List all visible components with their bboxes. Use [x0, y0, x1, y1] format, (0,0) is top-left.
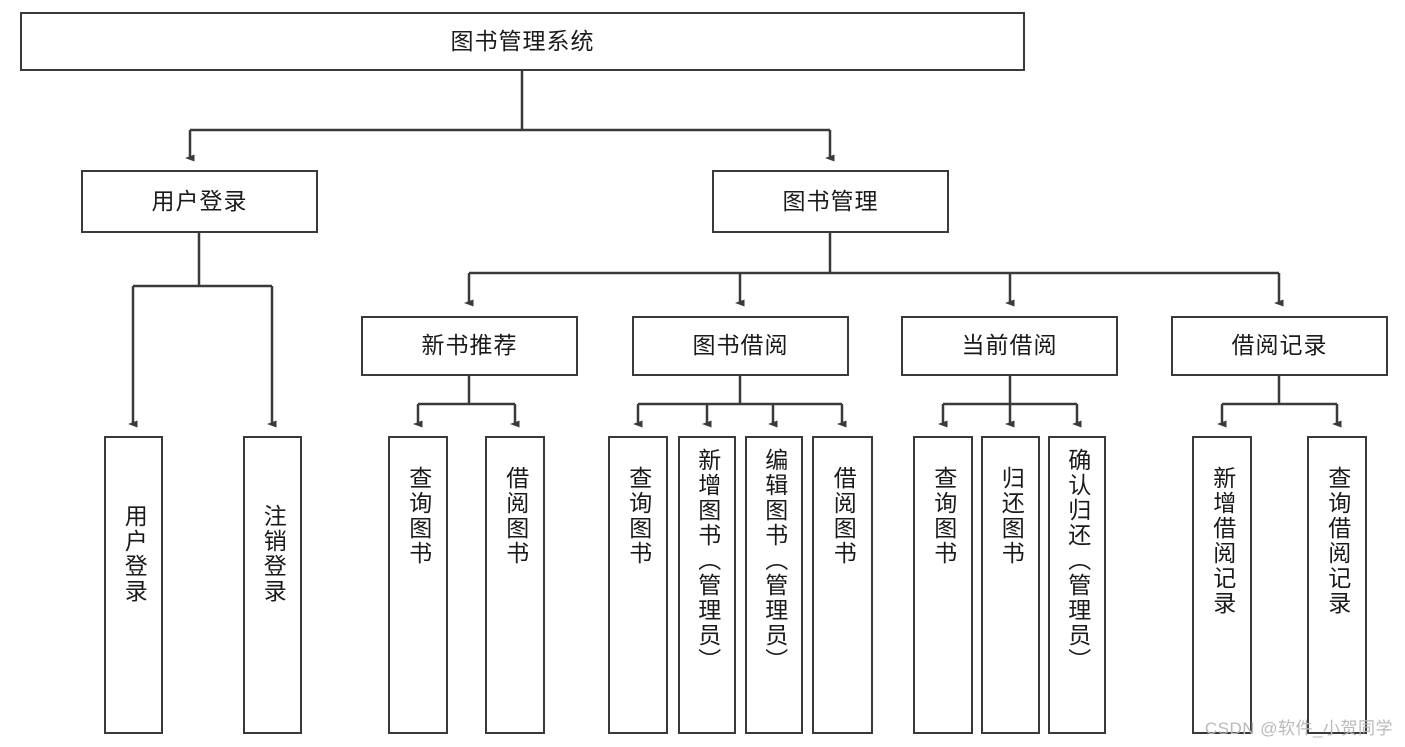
node-label: 用户登录	[151, 187, 248, 214]
leaf-book-borrow-borrow[interactable]: 借阅图书	[812, 436, 873, 734]
node-label: 图书管理	[782, 187, 879, 214]
leaf-new-book-borrow[interactable]: 借阅图书	[485, 436, 545, 734]
leaf-book-borrow-add[interactable]: 新增图书（管理员）	[678, 436, 736, 734]
node-label: 借阅图书	[502, 466, 529, 566]
node-label: 当前借阅	[961, 332, 1058, 359]
node-book-borrow[interactable]: 图书借阅	[632, 316, 849, 376]
node-label: 借阅图书	[830, 466, 857, 566]
node-label: 查询借阅记录	[1324, 466, 1351, 616]
node-current-borrow[interactable]: 当前借阅	[901, 316, 1118, 376]
node-label: 注销登录	[260, 504, 287, 604]
leaf-current-borrow-return[interactable]: 归还图书	[981, 436, 1040, 734]
node-book-management[interactable]: 图书管理	[712, 170, 949, 233]
leaf-book-borrow-query[interactable]: 查询图书	[608, 436, 668, 734]
node-label: 查询图书	[930, 466, 957, 566]
leaf-current-borrow-confirm[interactable]: 确认归还（管理员）	[1048, 436, 1106, 734]
node-label: 确认归还（管理员）	[1064, 448, 1091, 673]
leaf-user-login-logout[interactable]: 注销登录	[243, 436, 302, 734]
node-label: 查询图书	[405, 466, 432, 566]
watermark: CSDN @软件_小贺同学	[1204, 719, 1393, 738]
leaf-book-borrow-edit[interactable]: 编辑图书（管理员）	[745, 436, 803, 734]
node-label: 借阅记录	[1231, 332, 1328, 359]
leaf-new-book-query[interactable]: 查询图书	[388, 436, 448, 734]
node-label: 新增借阅记录	[1209, 466, 1236, 616]
node-label: 图书管理系统	[450, 27, 595, 54]
node-borrow-record[interactable]: 借阅记录	[1171, 316, 1388, 376]
node-new-book-recommend[interactable]: 新书推荐	[361, 316, 578, 376]
node-label: 图书借阅	[692, 332, 789, 359]
node-root-system[interactable]: 图书管理系统	[20, 12, 1025, 71]
node-label: 编辑图书（管理员）	[761, 448, 788, 673]
node-user-login[interactable]: 用户登录	[81, 170, 318, 233]
leaf-user-login-login[interactable]: 用户登录	[104, 436, 163, 734]
leaf-current-borrow-query[interactable]: 查询图书	[913, 436, 973, 734]
node-label: 新书推荐	[421, 332, 518, 359]
leaf-borrow-record-add[interactable]: 新增借阅记录	[1192, 436, 1252, 734]
node-label: 查询图书	[625, 466, 652, 566]
node-label: 用户登录	[121, 504, 148, 604]
node-label: 归还图书	[998, 466, 1025, 566]
node-label: 新增图书（管理员）	[694, 448, 721, 673]
leaf-borrow-record-query[interactable]: 查询借阅记录	[1307, 436, 1367, 734]
